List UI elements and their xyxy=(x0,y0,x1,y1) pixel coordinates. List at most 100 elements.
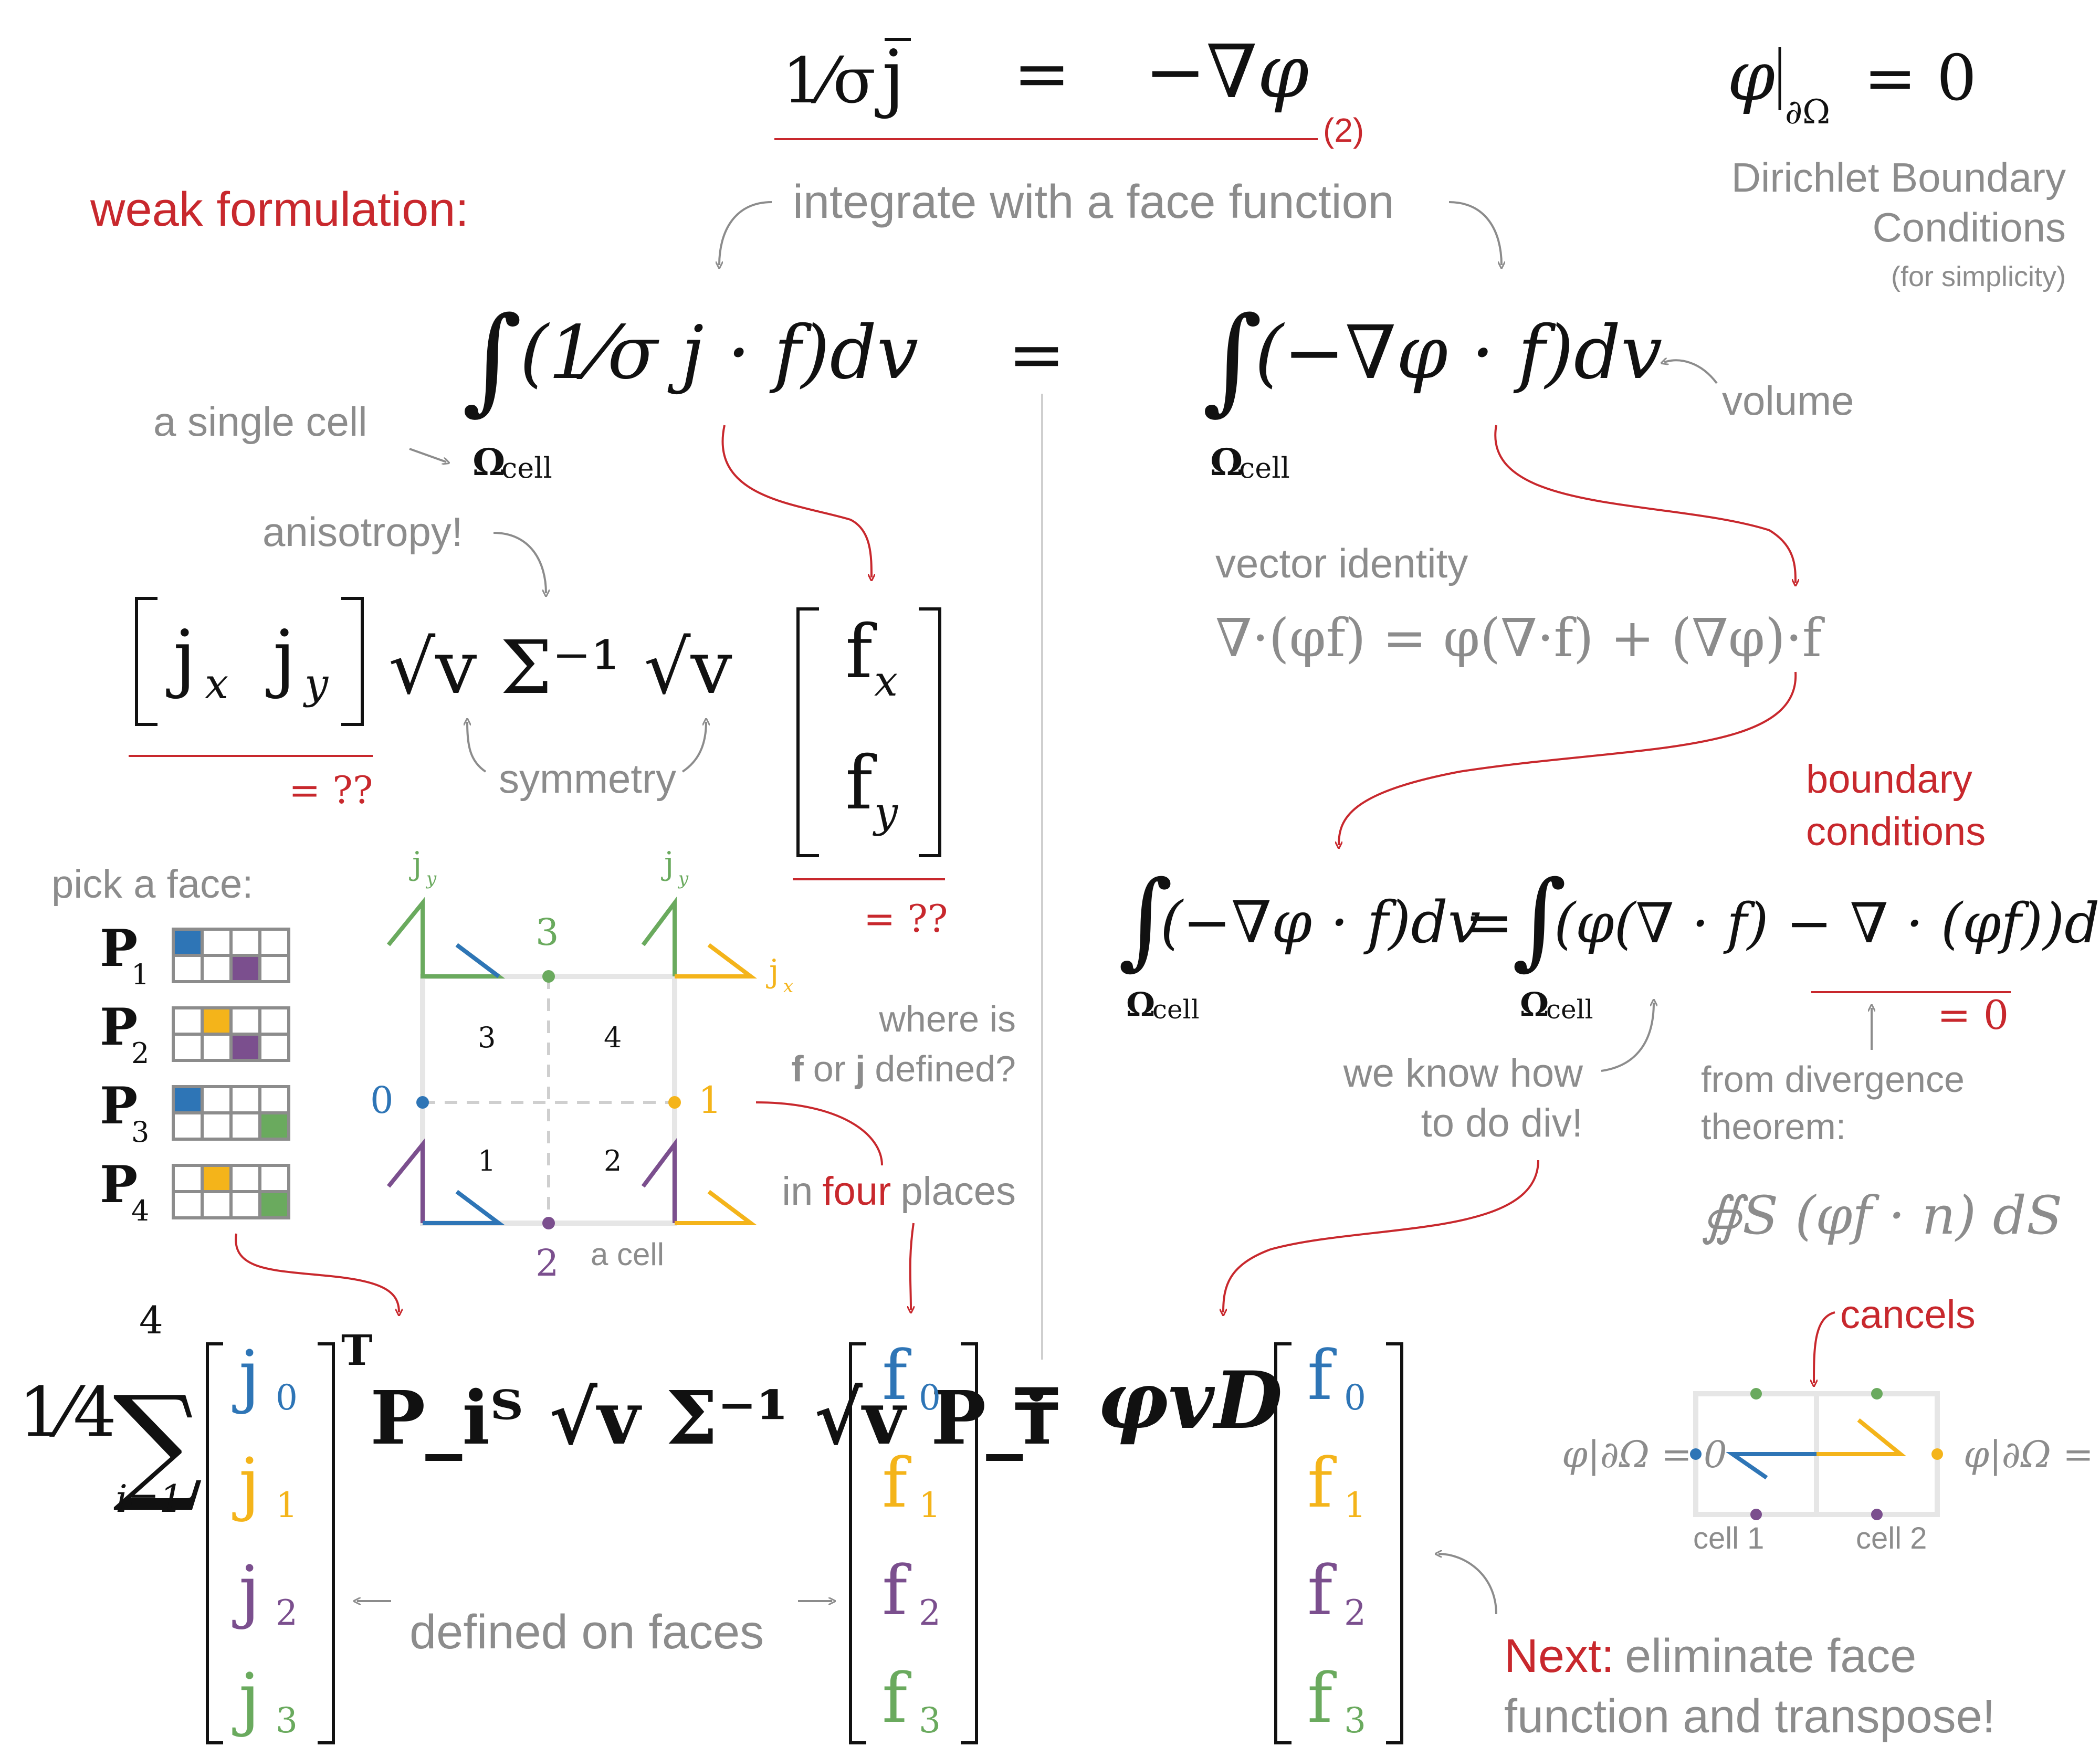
tc-bottom-right xyxy=(1871,1509,1883,1520)
main-eq-equals: = xyxy=(1013,34,1070,113)
j-col-sub-2: 2 xyxy=(276,1593,298,1633)
volume-arrow xyxy=(1664,360,1718,384)
jy-sub-right: y xyxy=(677,868,689,889)
arrow-to-f-col xyxy=(910,1223,914,1310)
j-col-sub-3: 3 xyxy=(276,1700,298,1741)
projection-cell xyxy=(229,1006,261,1036)
f-col-2-entry-3: f xyxy=(1307,1658,1337,1738)
next-rest: eliminate face xyxy=(1625,1630,1916,1682)
pick-face-label: pick a face: xyxy=(51,862,253,907)
single-cell-arrow xyxy=(409,448,446,462)
node-3 xyxy=(542,970,555,983)
bc-label-2: Conditions xyxy=(1872,204,2066,250)
f-col-bracket-left-3 xyxy=(1274,1342,1292,1744)
final-rhs-op: φvD xyxy=(1097,1354,1283,1447)
projection-cell xyxy=(258,954,290,983)
f-y: f xyxy=(845,741,877,826)
j-col-entry-0: j xyxy=(232,1335,260,1415)
projection-cell xyxy=(229,1111,261,1141)
projection-cell xyxy=(201,1006,233,1036)
symmetry-arrow-left xyxy=(467,722,487,773)
f-col-2-entry-1: f xyxy=(1307,1443,1337,1523)
where-rest: defined? xyxy=(875,1048,1016,1089)
next-line-2: function and transpose! xyxy=(1504,1690,1996,1743)
bc-phi: φ xyxy=(1727,36,1775,116)
identity-rhs: (φ(∇ · f) − ∇ · (φf))dv xyxy=(1554,891,2100,955)
identity-eq: = xyxy=(1465,889,1513,956)
from-divergence-1: from divergence xyxy=(1701,1059,1965,1100)
projection-sub-2: 2 xyxy=(131,1037,149,1070)
f-col-bracket-right-3 xyxy=(1386,1342,1403,1744)
defined-on-faces: defined on faces xyxy=(410,1605,764,1659)
projection-cell xyxy=(201,1033,233,1062)
sum-top: 4 xyxy=(139,1298,163,1342)
omega-4-sub: cell xyxy=(1546,994,1593,1025)
main-eq-lhs-j: j xyxy=(875,35,905,120)
j-col-entry-3: j xyxy=(232,1658,260,1738)
f-col-sub-1: 1 xyxy=(919,1485,941,1525)
projection-cell xyxy=(229,1164,261,1193)
corner-vec-bl-blue xyxy=(423,1190,505,1225)
integrate-arrow-right xyxy=(1448,201,1502,265)
projection-cell xyxy=(229,928,261,957)
omega-4: Ω xyxy=(1520,985,1549,1024)
weak-equation: ∫ (1⁄σ j · f)dv Ω cell = ∫ (−∇φ · f)dv Ω… xyxy=(462,292,1662,485)
arrow-to-vector-identity xyxy=(1494,425,1796,583)
f-col-sub-3: 3 xyxy=(919,1700,941,1741)
projection-cell xyxy=(201,1085,233,1114)
next-line-1: Next:eliminate face xyxy=(1504,1630,1916,1682)
f-col-bracket-left-2 xyxy=(849,1342,866,1744)
volume-label: volume xyxy=(1722,377,1854,424)
projection-sub-1: 1 xyxy=(131,958,149,991)
sum-sign: ∑ xyxy=(113,1369,203,1516)
f-col-entry-2: f xyxy=(882,1551,911,1630)
node-0-label: 0 xyxy=(370,1079,394,1122)
tc-top-right xyxy=(1871,1388,1883,1400)
integral-left: ∫ xyxy=(462,292,522,426)
projection-cell xyxy=(229,954,261,983)
f-col-2-sub-2: 2 xyxy=(1344,1593,1366,1633)
omega-3: Ω xyxy=(1126,985,1155,1024)
node-0 xyxy=(416,1096,429,1109)
jy-label-right: j xyxy=(661,845,674,882)
projection-cell xyxy=(172,928,204,957)
equals-zero: = 0 xyxy=(1937,992,2009,1038)
j-col-sub-0: 0 xyxy=(276,1377,298,1418)
f-col-entry-1: f xyxy=(882,1443,911,1523)
where-f: f xyxy=(791,1048,804,1089)
projection-cell xyxy=(258,1085,290,1114)
projection-cell xyxy=(258,1190,290,1219)
j-col-entry-1: j xyxy=(232,1443,260,1523)
f-x: f xyxy=(845,609,877,695)
omega-left-sub: cell xyxy=(501,451,552,485)
tc-top-left xyxy=(1750,1388,1762,1400)
from-divergence-2: theorem: xyxy=(1701,1106,1846,1147)
tc-yellow-vec xyxy=(1816,1418,1907,1456)
sqrt-sigma-sqrt: √v Σ⁻¹ √v xyxy=(388,625,732,711)
projection-cell xyxy=(172,1085,204,1114)
bc-sub: ∂Ω xyxy=(1785,93,1830,132)
f-col-2-entry-2: f xyxy=(1307,1551,1337,1630)
corner-vec-bl-purple xyxy=(386,1138,425,1223)
two-cell-diagram: cell 1 cell 2 φ|∂Ω = 0 φ|∂Ω = 0 xyxy=(1562,1388,2100,1555)
integral-4: ∫ xyxy=(1512,858,1567,981)
places-word: places xyxy=(900,1169,1016,1214)
in-word: in xyxy=(782,1169,813,1214)
j-x-sub: x xyxy=(205,659,228,708)
a-cell-label: a cell xyxy=(591,1237,664,1272)
four-word: four xyxy=(822,1169,891,1214)
f-col-2-sub-0: 0 xyxy=(1344,1377,1366,1418)
corner-vec-tl-blue xyxy=(455,943,500,979)
cancels-label: cancels xyxy=(1840,1292,1976,1337)
node-1-label: 1 xyxy=(698,1079,722,1122)
j-col-entry-2: j xyxy=(232,1551,260,1630)
final-frac: 1⁄4 xyxy=(18,1372,117,1452)
projection-label-4: P xyxy=(100,1155,138,1214)
projection-cell xyxy=(201,928,233,957)
